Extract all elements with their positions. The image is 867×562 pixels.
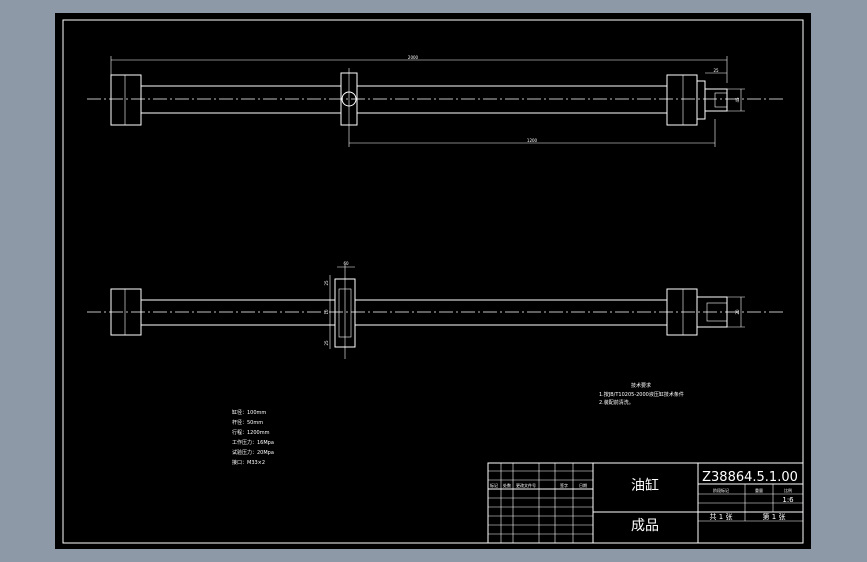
drawing-sheet: 2000 25 45 1200 60 25 10 25 — [55, 13, 811, 549]
scale: 1:6 — [782, 496, 794, 504]
svg-text:阶段标记: 阶段标记 — [713, 487, 729, 493]
dim-flange-top: 25 — [324, 280, 329, 286]
spec-list: 缸径：100mm 杆径：50mm 行程：1200mm 工作压力：16Mpa 试验… — [232, 409, 274, 466]
svg-text:标记: 标记 — [490, 482, 498, 488]
svg-text:重量: 重量 — [755, 487, 763, 493]
dim-flange-mid: 10 — [324, 309, 329, 315]
spec-line: 杆径：50mm — [232, 419, 263, 426]
svg-text:比例: 比例 — [784, 487, 792, 493]
svg-text:更改文件号: 更改文件号 — [516, 482, 536, 488]
spec-line: 试验压力：20Mpa — [232, 449, 274, 456]
spec-line: 缸径：100mm — [232, 409, 266, 416]
dim-stroke: 1200 — [527, 138, 538, 143]
sheet-total: 共 1 张 — [710, 512, 733, 521]
spec-line: 行程：1200mm — [232, 429, 270, 436]
sheet-border — [62, 19, 804, 544]
sheet-number: 第 1 张 — [763, 512, 786, 521]
dim-flange-w: 60 — [343, 261, 349, 266]
top-left-cap — [110, 74, 142, 126]
bottom-left-cap — [110, 288, 142, 336]
tech-req-line: 1.按JB/T10205-2000液压缸技术条件 — [599, 391, 684, 398]
drawing-number: Z38864.5.1.00 — [702, 470, 798, 485]
title-block: 标记 处数 更改文件号 签字 日期 油缸 成品 Z38864.5.1.00 阶段… — [487, 462, 804, 544]
svg-text:日期: 日期 — [579, 482, 587, 488]
dim-bottom-end-h: 20 — [735, 309, 740, 315]
top-right-cap — [666, 74, 698, 126]
tech-requirements: 技术要求 1.按JB/T10205-2000液压缸技术条件 2.装配前清洗。 — [599, 382, 684, 406]
dim-overall: 2000 — [408, 55, 419, 60]
tech-req-line: 2.装配前清洗。 — [599, 399, 634, 406]
top-view: 2000 25 45 1200 — [87, 55, 785, 147]
cad-drawing: 2000 25 45 1200 60 25 10 25 — [62, 19, 804, 544]
part-name: 油缸 — [631, 477, 659, 494]
dim-rod-end-h: 45 — [735, 97, 740, 103]
svg-text:处数: 处数 — [503, 482, 511, 488]
spec-line: 接口：M33×2 — [232, 459, 265, 466]
bottom-view: 60 25 10 25 20 — [87, 261, 785, 359]
dim-rod-end-w: 25 — [713, 68, 719, 73]
spec-line: 工作压力：16Mpa — [232, 439, 274, 446]
material: 成品 — [631, 518, 659, 534]
svg-text:签字: 签字 — [560, 482, 568, 488]
dim-flange-bot: 25 — [324, 340, 329, 346]
tech-req-title: 技术要求 — [631, 382, 651, 389]
